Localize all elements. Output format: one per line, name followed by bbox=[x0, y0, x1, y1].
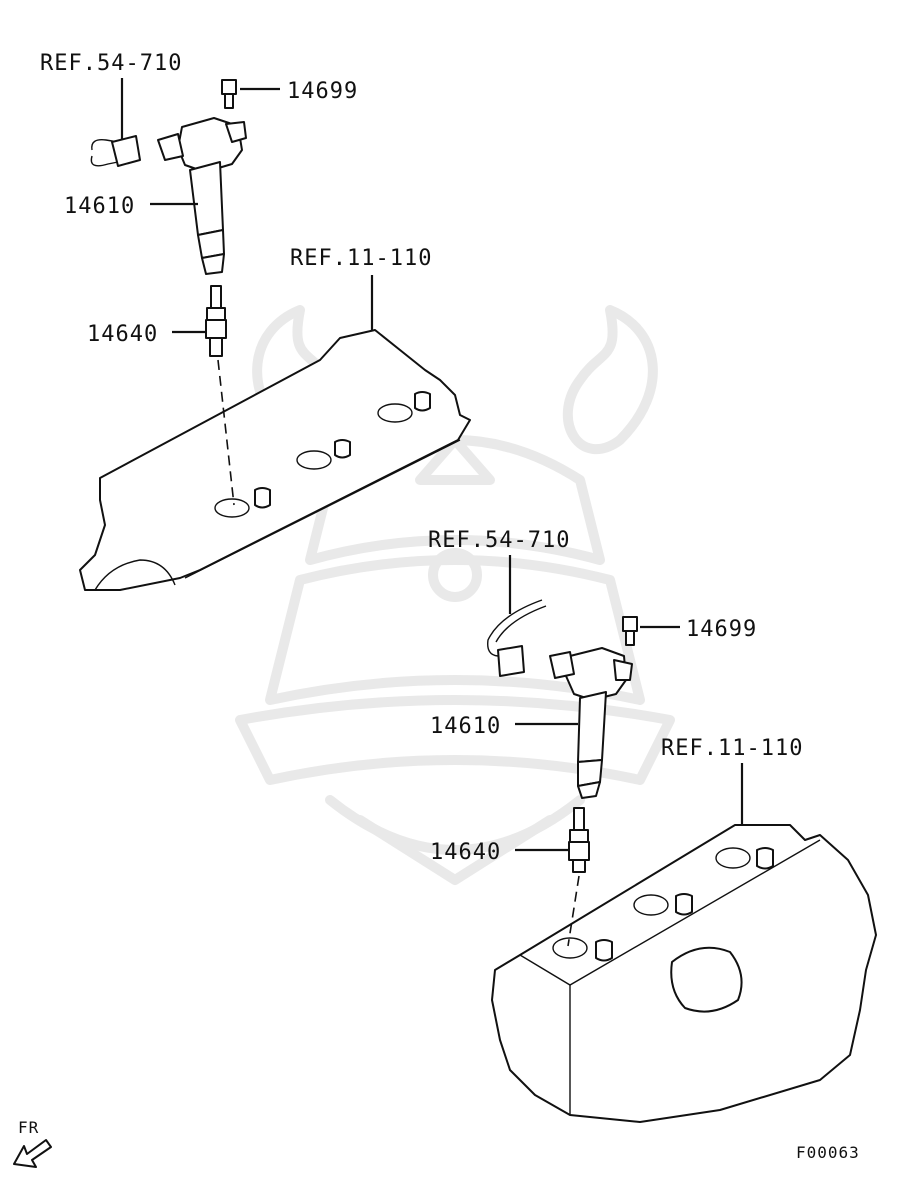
front-direction-indicator: FR bbox=[13, 1118, 52, 1168]
front-arrow-icon bbox=[13, 1139, 52, 1168]
bolt-label-bottom: 14699 bbox=[686, 617, 757, 642]
ref-cover-label-top: REF.11-110 bbox=[290, 246, 432, 271]
ignition-coil-bottom bbox=[549, 647, 633, 799]
ref-wiring-label-bottom: REF.54-710 bbox=[428, 528, 570, 553]
coil-label-top: 14610 bbox=[64, 194, 135, 219]
spark-plug-top bbox=[205, 285, 227, 357]
wiring-connector-top bbox=[90, 135, 141, 167]
bolt-label-top: 14699 bbox=[287, 79, 358, 104]
cylinder-head-cover-top bbox=[79, 329, 471, 591]
alignment-line-top bbox=[217, 359, 235, 506]
front-label: FR bbox=[18, 1118, 39, 1137]
figure-id: F00063 bbox=[796, 1143, 860, 1162]
cylinder-head-cover-bottom bbox=[491, 824, 877, 1123]
bolt-top bbox=[221, 79, 237, 109]
plug-label-bottom: 14640 bbox=[430, 840, 501, 865]
spark-plug-bottom bbox=[568, 807, 590, 873]
coil-label-bottom: 14610 bbox=[430, 714, 501, 739]
ref-cover-label-bottom: REF.11-110 bbox=[661, 736, 803, 761]
wiring-connector-bottom bbox=[487, 599, 547, 677]
ref-wiring-label-top: REF.54-710 bbox=[40, 51, 182, 76]
alignment-line-bottom bbox=[567, 875, 580, 947]
ignition-coil-top bbox=[157, 117, 247, 275]
bolt-bottom bbox=[622, 616, 638, 646]
plug-label-top: 14640 bbox=[87, 322, 158, 347]
